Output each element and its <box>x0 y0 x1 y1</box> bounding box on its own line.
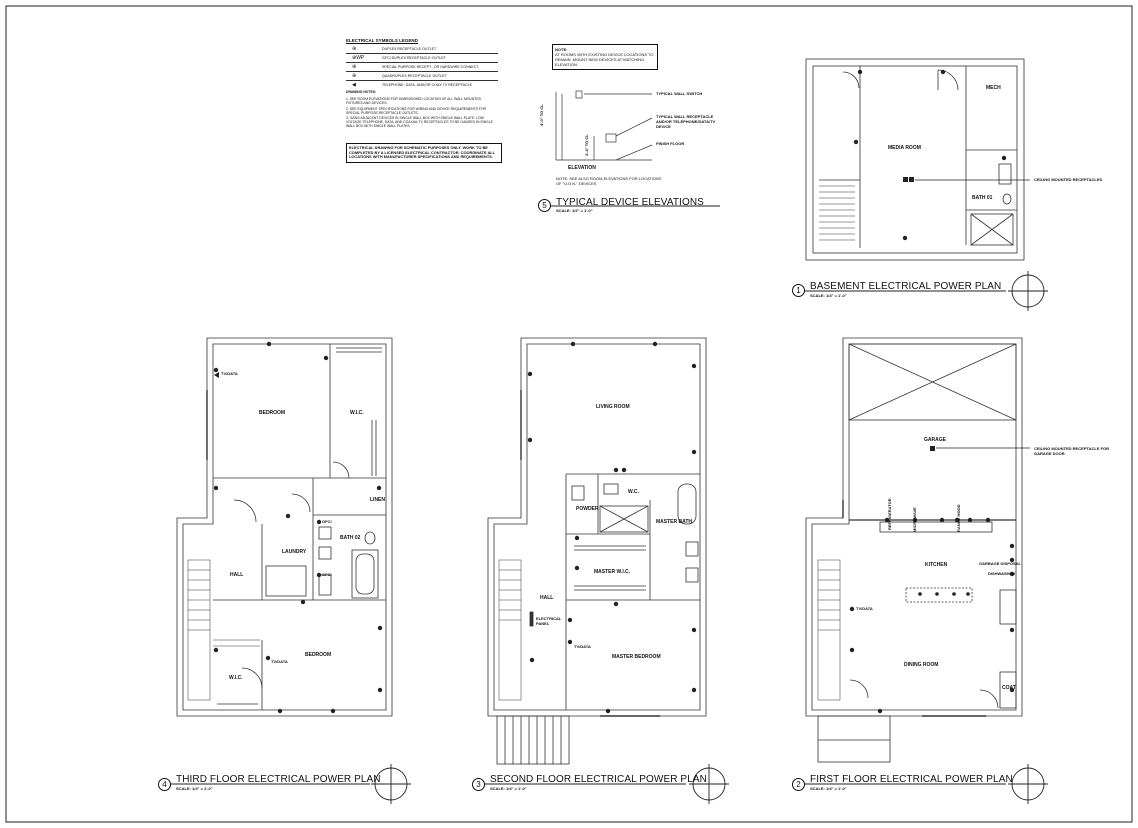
legend-label: QUADRUPLEX RECEPTACLE OUTLET <box>382 74 447 78</box>
room-label-coat: COAT <box>1002 685 1016 691</box>
plan-scale: SCALE: 1/4" = 1'-0" <box>810 293 847 298</box>
room-label-hall: HALL <box>230 572 244 578</box>
basement-plan-title: BASEMENT ELECTRICAL POWER PLAN <box>810 281 1002 292</box>
elevation-label: ELEVATION <box>568 165 596 171</box>
legend-row: ⊕ SPECIAL PURPOSE RECEPT., OR HARDWIRE CO… <box>346 63 498 72</box>
room-label-garage: GARAGE <box>924 437 946 443</box>
room-label-wic: W.I.C. <box>229 675 243 681</box>
gfci-receptacle-icon: ⊕WP <box>352 55 365 61</box>
third-floor-receptacles <box>213 341 383 714</box>
room-label-linen: LINEN <box>370 497 385 503</box>
legend-row: ◀ TELEPHONE, DATA, AND/OR COAX TV RECEPTA… <box>346 81 498 89</box>
room-label-bedroom: BEDROOM <box>305 652 332 658</box>
drawing-notes-title: DRAWING NOTES: <box>346 90 377 94</box>
room-label-kitchen: KITCHEN <box>925 562 948 568</box>
plan-number-badge: 3 <box>472 778 485 791</box>
first-floor-plan <box>805 337 1023 763</box>
receptacle-label: TYPICAL WALL RECEPTACLE AND/OR TELEPHONE… <box>656 114 716 129</box>
tv-data-label: TV/DATA <box>856 606 873 611</box>
microwave-label: MICROWAVE <box>912 507 917 532</box>
room-label-master-wic: MASTER W.I.C. <box>594 569 631 575</box>
room-label-laundry: LAUNDRY <box>282 549 307 555</box>
north-arrow-icon <box>371 271 1048 804</box>
room-label-bath02: BATH 02 <box>340 535 361 541</box>
note-box: NOTE: AT ROOMS WITH EXISTING DEVICE LOCA… <box>552 44 658 70</box>
range-hood-label: RANGE HOOD <box>956 504 961 532</box>
legend-row: ⊕ DUPLEX RECEPTACLE OUTLET <box>346 45 498 54</box>
first-floor-plan-title: FIRST FLOOR ELECTRICAL POWER PLAN <box>810 774 1013 785</box>
garbage-disposal-label: GARBAGE DISPOSAL <box>979 561 1022 566</box>
typical-elevation-diagram <box>555 90 653 161</box>
second-floor-plan <box>487 337 707 765</box>
room-label-bedroom: BEDROOM <box>259 410 286 416</box>
room-label-powder: POWDER <box>576 506 599 512</box>
electrical-panel-label: ELECTRICAL PANEL <box>536 616 562 626</box>
switch-label: TYPICAL WALL SWITCH <box>656 91 703 96</box>
drawing-note: 2. SEE EQUIPMENT SPECIFICATIONS FOR WIRI… <box>346 106 487 115</box>
telephone-data-icon: ◀ <box>352 82 356 88</box>
legend-label: SPECIAL PURPOSE RECEPT., OR HARDWIRE CON… <box>382 65 480 69</box>
basement-receptacles <box>853 69 1007 241</box>
second-floor-plan-title: SECOND FLOOR ELECTRICAL POWER PLAN <box>490 774 707 785</box>
third-floor-plan <box>176 337 393 717</box>
room-label-wc: W.C. <box>628 489 639 495</box>
room-label-wic: W.I.C. <box>350 410 364 416</box>
drawing-note: 1. SEE ROOM ELEVATIONS FOR DIMENSIONED L… <box>346 97 482 106</box>
plan-number-badge: 4 <box>158 778 171 791</box>
quadruplex-receptacle-icon: ⊕ <box>352 73 357 79</box>
device-elevation-note: NOTE: SEE ALSO ROOM ELEVATIONS FOR LOCAT… <box>556 176 662 186</box>
disclaimer-box: ELECTRICAL DRAWING FOR SCHEMATIC PURPOSE… <box>346 143 502 163</box>
legend-row: ⊕ QUADRUPLEX RECEPTACLE OUTLET <box>346 72 498 81</box>
plan-scale: SCALE: 1/4" = 1'-0" <box>490 786 527 791</box>
second-floor-receptacles <box>527 341 697 714</box>
room-label-hall: HALL <box>540 595 554 601</box>
plan-scale: SCALE: 1/4" = 1'-0" <box>810 786 847 791</box>
dim-switch-label: 4'-0" TO CL <box>539 104 544 126</box>
duplex-receptacle-icon: ⊕ <box>352 46 357 52</box>
note-box-text: AT ROOMS WITH EXISTING DEVICE LOCATIONS … <box>555 52 654 67</box>
legend-title: ELECTRICAL SYMBOLS LEGEND <box>346 38 418 43</box>
room-label-master-bedroom: MASTER BEDROOM <box>612 654 661 660</box>
third-floor-plan-title: THIRD FLOOR ELECTRICAL POWER PLAN <box>176 774 381 785</box>
room-label-dining: DINING ROOM <box>904 662 939 668</box>
room-label-master-bath: MASTER BATH <box>656 519 693 525</box>
plan-scale: SCALE: 1/2" = 1'-0" <box>556 208 593 213</box>
basement-plan <box>805 58 1025 261</box>
legend-row: ⊕WP GFCI DUPLEX RECEPTACLE OUTLET <box>346 54 498 63</box>
plan-number-badge: 2 <box>792 778 805 791</box>
symbols-legend: ELECTRICAL SYMBOLS LEGEND ⊕ DUPLEX RECEPT… <box>346 38 498 89</box>
gfci-label: GFCI <box>322 519 332 524</box>
ceiling-receptacle-callout: CEILING MOUNTED RECEPTACLES <box>1034 177 1103 182</box>
garage-receptacle-callout: CEILING MOUNTED RECEPTACLE FOR GARAGE DO… <box>1034 446 1110 456</box>
typical-elevations-title: TYPICAL DEVICE ELEVATIONS <box>556 197 704 208</box>
legend-label: TELEPHONE, DATA, AND/OR COAX TV RECEPTAC… <box>382 83 472 87</box>
finish-floor-label: FINISH FLOOR <box>656 141 685 146</box>
legend-label: GFCI DUPLEX RECEPTACLE OUTLET <box>382 56 446 60</box>
legend-label: DUPLEX RECEPTACLE OUTLET <box>382 47 437 51</box>
room-label-bath01: BATH 01 <box>972 195 993 201</box>
plan-number-badge: 1 <box>792 284 805 297</box>
room-label-media: MEDIA ROOM <box>888 145 921 151</box>
tv-data-label: TV/DATA <box>574 644 591 649</box>
dishwasher-label: DISHWASHER <box>988 571 1016 576</box>
tv-data-label: TV/DATA <box>221 371 238 376</box>
title-underlines <box>170 205 1006 785</box>
plan-scale: SCALE: 1/4" = 1'-0" <box>176 786 213 791</box>
tv-data-label: TV/DATA <box>271 659 288 664</box>
first-floor-receptacles <box>849 446 1015 714</box>
plan-number-badge: 5 <box>538 199 551 212</box>
note-box-title: NOTE: <box>555 47 568 52</box>
gfci-label: GFCI <box>322 572 332 577</box>
drawing-note: 3. GANG ADJACENT DEVICES IN SINGLE WALL … <box>346 116 493 129</box>
room-label-mech: MECH <box>986 85 1001 91</box>
dim-receptacle-label: 1'-4" TO CL <box>584 134 589 156</box>
room-label-living: LIVING ROOM <box>596 404 630 410</box>
refrigerator-label: REFRIGERATOR <box>887 498 892 530</box>
drawing-notes: DRAWING NOTES: 1. SEE ROOM ELEVATIONS FO… <box>346 90 498 130</box>
special-purpose-receptacle-icon: ⊕ <box>352 64 357 70</box>
